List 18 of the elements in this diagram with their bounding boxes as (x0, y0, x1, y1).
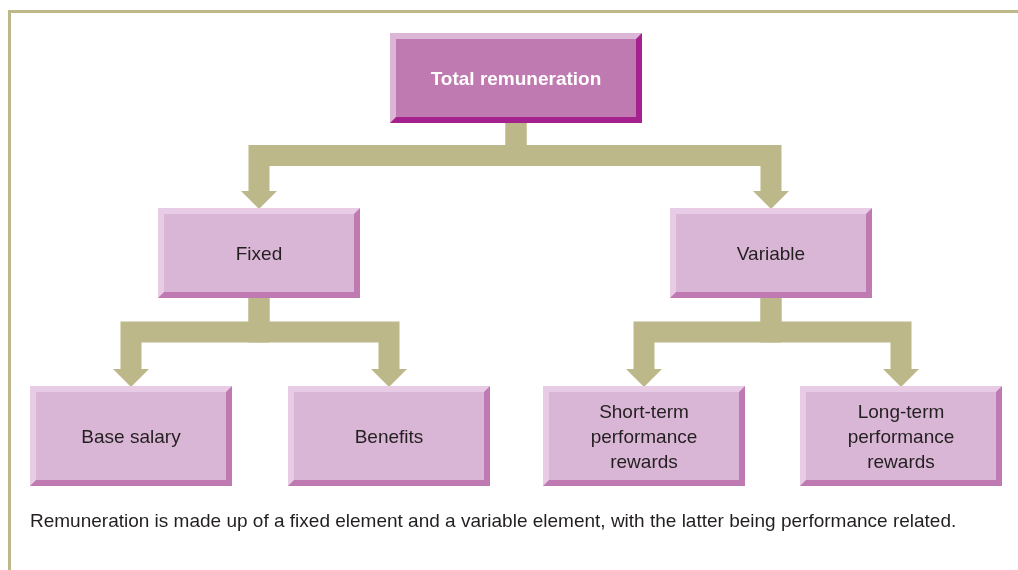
arrow (248, 298, 407, 387)
box-label: Total remuneration (430, 66, 602, 91)
box-label: Benefits (354, 424, 424, 449)
hierarchy-box (158, 208, 360, 298)
box-label: Base salary (81, 424, 181, 449)
hierarchy-box (543, 386, 745, 486)
box-label: Variable (736, 241, 806, 266)
caption: Remuneration is made up of a fixed element and a variable element, with the latter being performance related. (30, 509, 958, 533)
hierarchy-box (800, 386, 1002, 486)
box-label: Long-term performance rewards (846, 399, 956, 474)
arrow (760, 298, 919, 387)
hierarchy-box (390, 33, 642, 123)
box-label: Fixed (235, 241, 283, 266)
hierarchy-box (670, 208, 872, 298)
box-label: Short-term performance rewards (589, 399, 699, 474)
hierarchy-box (288, 386, 490, 486)
arrow (505, 123, 789, 209)
hierarchy-box (30, 386, 232, 486)
